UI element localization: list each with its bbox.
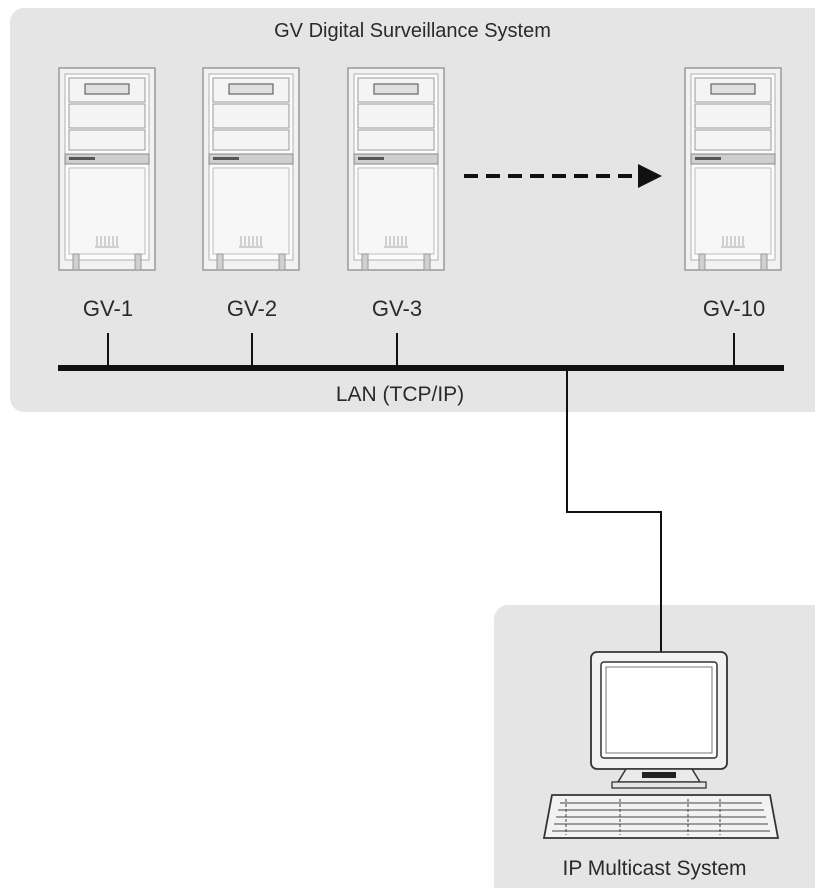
server-tower-icon bbox=[58, 67, 156, 271]
server-tower-icon bbox=[347, 67, 445, 271]
server-label-gv-3: GV-3 bbox=[371, 296, 423, 321]
computer-workstation-icon bbox=[542, 651, 780, 839]
lan-label: LAN (TCP/IP) bbox=[335, 383, 465, 406]
server-label-gv-10: GV-10 bbox=[702, 296, 766, 321]
server-tower-icon bbox=[684, 67, 782, 271]
server-tower-icon bbox=[202, 67, 300, 271]
ip-multicast-label: IP Multicast System bbox=[562, 857, 747, 880]
server-label-gv-1: GV-1 bbox=[82, 296, 134, 321]
arrow-head-icon bbox=[638, 164, 662, 188]
system-title: GV Digital Surveillance System bbox=[274, 20, 551, 42]
server-label-gv-2: GV-2 bbox=[226, 296, 278, 321]
